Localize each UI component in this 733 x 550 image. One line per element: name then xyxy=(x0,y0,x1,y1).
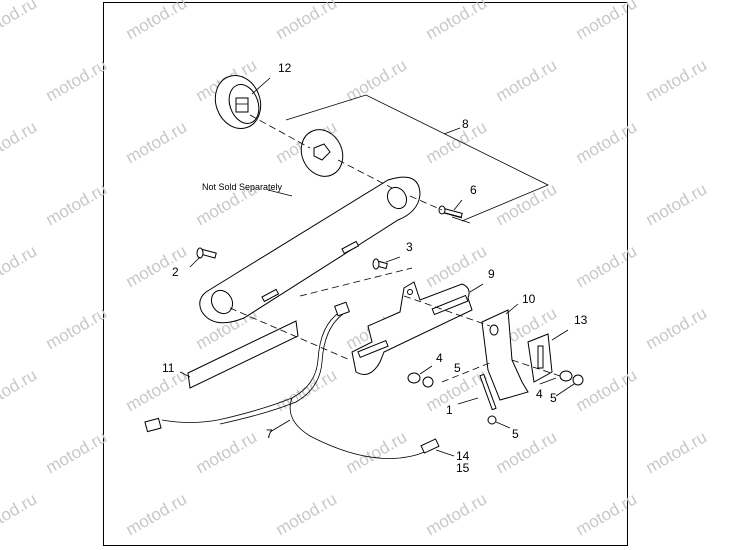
watermark-text: motod.ru xyxy=(493,427,561,477)
diagram-frame xyxy=(103,2,628,546)
watermark-text: motod.ru xyxy=(273,365,341,415)
callout-14: 14 xyxy=(456,449,470,463)
watermark-text: motod.ru xyxy=(573,241,641,291)
watermark-text: motod.ru xyxy=(573,117,641,167)
callout-1: 1 xyxy=(446,403,453,417)
part-5-nut-bottom xyxy=(487,415,497,425)
watermark-text: motod.ru xyxy=(423,241,491,291)
part-9-bracket xyxy=(351,281,484,375)
callout-7: 7 xyxy=(266,427,273,441)
watermark-text: motod.ru xyxy=(423,489,491,539)
watermark-text: motod.ru xyxy=(573,0,641,43)
part-4-washer-left xyxy=(407,372,421,384)
callout-13: 13 xyxy=(574,313,588,327)
callout-5-right: 5 xyxy=(550,391,557,405)
watermark-text: motod.ru xyxy=(573,365,641,415)
watermark-text: motod.ru xyxy=(43,303,111,353)
callout-5-left: 5 xyxy=(454,361,461,375)
callout-11: 11 xyxy=(162,361,175,375)
part-2-screw xyxy=(189,247,217,268)
watermark-text: motod.ru xyxy=(343,427,411,477)
callout-10: 10 xyxy=(522,292,536,306)
callout-6: 6 xyxy=(470,183,477,197)
part-5-nut-left xyxy=(422,376,434,388)
part-1-long-bolt xyxy=(457,373,497,411)
part-4-washer-right xyxy=(559,370,573,382)
watermark-text: motod.ru xyxy=(643,55,711,105)
callout-12: 12 xyxy=(278,61,292,75)
watermark-text: motod.ru xyxy=(123,0,191,43)
watermark-text: motod.ru xyxy=(493,179,561,229)
callout-9: 9 xyxy=(488,267,495,281)
part-6-bolt xyxy=(438,199,463,219)
part-13-plate xyxy=(527,329,569,383)
part-11-strip xyxy=(179,320,299,389)
watermark-text: motod.ru xyxy=(123,489,191,539)
part-3-screw xyxy=(372,256,401,270)
callout-5-bottom: 5 xyxy=(512,427,519,441)
callout-3: 3 xyxy=(406,240,413,254)
not-sold-separately-note: Not Sold Separately xyxy=(202,182,283,192)
watermark-text: motod.ru xyxy=(43,427,111,477)
callout-15: 15 xyxy=(456,461,470,475)
backing-plate xyxy=(199,176,421,324)
watermark-text: motod.ru xyxy=(273,489,341,539)
watermark-text: motod.ru xyxy=(193,427,261,477)
callout-4-left: 4 xyxy=(436,351,443,365)
watermark-text: motod.ru xyxy=(123,117,191,167)
part-8-outline xyxy=(285,94,549,224)
watermark-text: motod.ru xyxy=(0,117,40,167)
watermark-text: motod.ru xyxy=(423,117,491,167)
part-8-washer xyxy=(300,129,344,177)
watermark-text: motod.ru xyxy=(643,179,711,229)
watermark-text: motod.ru xyxy=(573,489,641,539)
part-12-cap xyxy=(214,75,262,129)
watermark-text: motod.ru xyxy=(123,241,191,291)
watermark-text: motod.ru xyxy=(273,0,341,43)
callout-4-right: 4 xyxy=(536,387,543,401)
callout-2: 2 xyxy=(172,265,179,279)
watermark-text: motod.ru xyxy=(0,365,40,415)
watermark-text: motod.ru xyxy=(423,0,491,43)
part-10-bracket xyxy=(481,303,529,401)
watermark-text: motod.ru xyxy=(0,0,40,43)
part-7-wiring-harness xyxy=(144,301,440,459)
watermark-text: motod.ru xyxy=(43,179,111,229)
watermark-text: motod.ru xyxy=(493,55,561,105)
watermark-text: motod.ru xyxy=(643,303,711,353)
watermark-text: motod.ru xyxy=(123,365,191,415)
watermark-text: motod.ru xyxy=(43,55,111,105)
watermark-text: motod.ru xyxy=(0,489,40,539)
assembly-lines xyxy=(229,77,575,457)
callout-8: 8 xyxy=(462,117,469,131)
watermark-text: motod.ru xyxy=(343,55,411,105)
watermark-text: motod.ru xyxy=(0,241,40,291)
watermark-text: motod.ru xyxy=(643,427,711,477)
part-5-nut-right xyxy=(572,374,584,386)
